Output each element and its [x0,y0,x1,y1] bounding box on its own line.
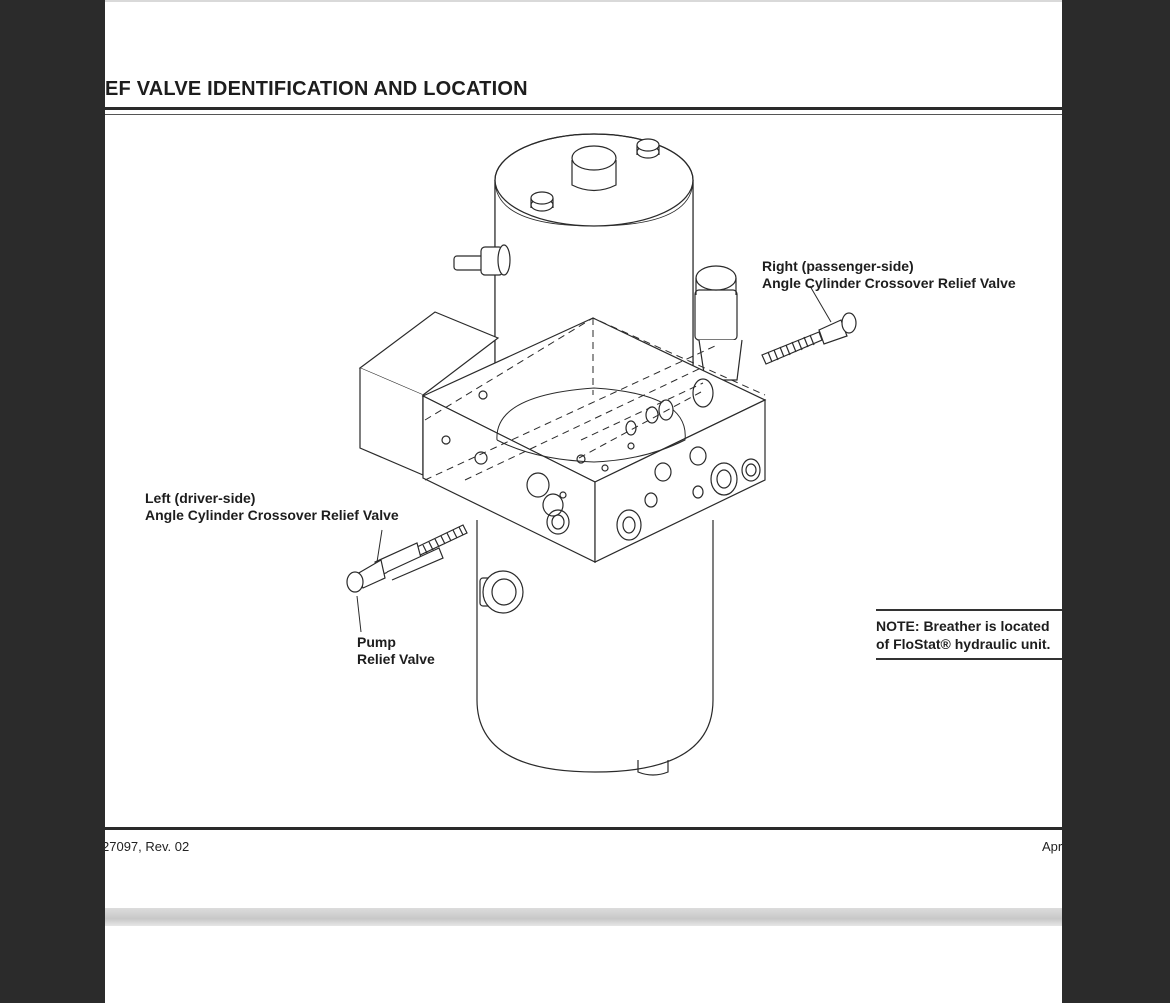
right-valve-callout-line1: Right (passenger-side) [762,258,914,274]
pump-valve-callout-line1: Pump [357,634,396,650]
left-valve-callout: Left (driver-side) Angle Cylinder Crosso… [145,490,399,524]
top-edge-rule [105,0,1062,2]
left-relief-valve [346,524,468,593]
pump-valve-callout-line2: Relief Valve [357,651,435,667]
breather-fitting [694,265,743,381]
footer-date: Apr [1042,839,1062,854]
solenoid-box [358,311,500,476]
breather-note-line1: NOTE: Breather is located [876,618,1050,634]
hydraulic-unit-illustration [346,133,857,776]
dashed-guides [424,317,766,481]
right-valve-callout: Right (passenger-side) Angle Cylinder Cr… [762,258,1016,292]
section-title: EF VALVE IDENTIFICATION AND LOCATION [105,78,528,100]
right-relief-valve [761,312,857,365]
document-number: 27097, Rev. 02 [105,839,190,854]
title-rule-thick [105,107,1062,110]
breather-note: NOTE: Breather is located of FloStat® hy… [876,609,1062,660]
page-separator [105,908,1062,926]
document-page: EF VALVE IDENTIFICATION AND LOCATION [105,0,1062,1003]
title-rule-thin [105,114,1062,115]
left-valve-callout-line1: Left (driver-side) [145,490,256,506]
callout-leaders [356,285,832,633]
lower-reservoir [476,520,714,776]
right-valve-callout-line2: Angle Cylinder Crossover Relief Valve [762,275,1016,291]
breather-note-line2: of FloStat® hydraulic unit. [876,636,1051,652]
manifold-block [421,317,767,563]
footer-rule [105,827,1062,830]
pump-valve-callout: Pump Relief Valve [357,634,435,668]
left-valve-callout-line2: Angle Cylinder Crossover Relief Valve [145,507,399,523]
